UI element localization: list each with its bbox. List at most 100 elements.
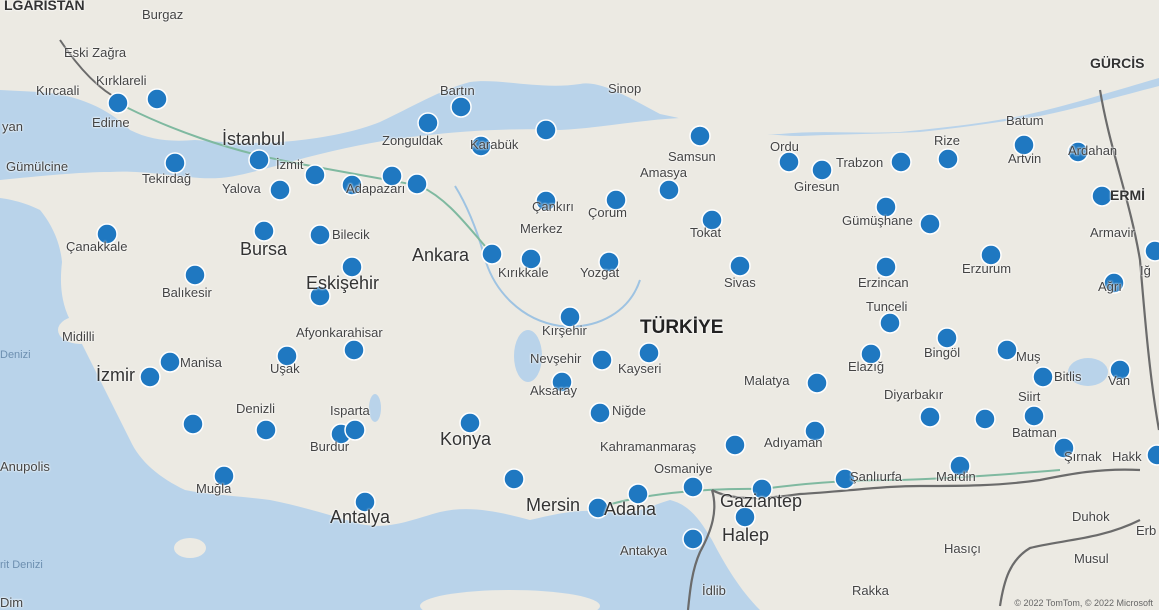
city-marker[interactable] [481,243,503,265]
city-marker[interactable] [146,88,168,110]
place-label: Çanakkale [66,239,128,254]
city-marker[interactable] [682,476,704,498]
city-marker[interactable] [269,179,291,201]
city-marker[interactable] [1109,359,1131,381]
city-marker[interactable] [559,306,581,328]
city-marker[interactable] [344,419,366,441]
city-marker[interactable] [341,256,363,278]
city-marker[interactable] [751,478,773,500]
city-marker[interactable] [1053,437,1075,459]
city-marker[interactable] [459,412,481,434]
city-marker[interactable] [535,190,557,212]
city-marker[interactable] [875,196,897,218]
city-marker[interactable] [309,224,331,246]
place-label: Yalova [222,181,261,196]
place-label: Gümüşhane [842,213,913,228]
city-marker[interactable] [974,408,996,430]
place-label: Ordu [770,139,799,154]
place-label: Bingöl [924,345,961,360]
city-marker[interactable] [598,251,620,273]
place-label: Kayseri [618,361,662,376]
city-marker[interactable] [605,189,627,211]
city-marker[interactable] [638,342,660,364]
city-marker[interactable] [919,406,941,428]
city-marker[interactable] [804,420,826,442]
city-marker[interactable] [1023,405,1045,427]
city-marker[interactable] [159,351,181,373]
city-marker[interactable] [520,248,542,270]
map-attribution: © 2022 TomTom, © 2022 Microsoft [1014,598,1153,608]
place-label: Diyarbakır [884,387,944,402]
place-label: Rize [934,133,961,148]
city-marker[interactable] [107,92,129,114]
place-label: Eski Zağra [64,45,127,60]
city-marker[interactable] [591,349,613,371]
city-marker[interactable] [1091,185,1113,207]
city-marker[interactable] [551,371,573,393]
city-marker[interactable] [627,483,649,505]
city-marker[interactable] [890,151,912,173]
city-marker[interactable] [343,339,365,361]
place-label: Tunceli [866,299,908,314]
city-marker[interactable] [937,148,959,170]
city-marker[interactable] [936,327,958,349]
city-marker[interactable] [682,528,704,550]
city-marker[interactable] [255,419,277,441]
place-label: Malatya [744,373,790,388]
city-marker[interactable] [689,125,711,147]
city-marker[interactable] [834,468,856,490]
city-marker[interactable] [1103,272,1125,294]
city-marker[interactable] [450,96,472,118]
city-marker[interactable] [417,112,439,134]
city-marker[interactable] [724,434,746,456]
city-marker[interactable] [860,343,882,365]
city-marker[interactable] [503,468,525,490]
city-marker[interactable] [778,151,800,173]
city-marker[interactable] [949,455,971,477]
place-label: Çankırı [532,199,574,214]
city-marker[interactable] [811,159,833,181]
city-marker[interactable] [1013,134,1035,156]
place-label: Adıyaman [764,435,823,450]
city-marker[interactable] [164,152,186,174]
place-label: Konya [440,429,492,449]
city-marker[interactable] [996,339,1018,361]
city-marker[interactable] [1067,141,1089,163]
city-marker[interactable] [470,135,492,157]
city-marker[interactable] [96,223,118,245]
city-marker[interactable] [589,402,611,424]
city-marker[interactable] [253,220,275,242]
place-label: Afyonkarahisar [296,325,383,340]
city-marker[interactable] [276,345,298,367]
place-label: Edirne [92,115,130,130]
city-marker[interactable] [304,164,326,186]
city-marker[interactable] [406,173,428,195]
city-marker[interactable] [658,179,680,201]
city-marker[interactable] [184,264,206,286]
place-label: Bursa [240,239,288,259]
city-marker[interactable] [341,174,363,196]
city-marker[interactable] [139,366,161,388]
city-marker[interactable] [919,213,941,235]
city-marker[interactable] [587,497,609,519]
city-marker[interactable] [535,119,557,141]
city-marker[interactable] [879,312,901,334]
city-marker[interactable] [980,244,1002,266]
city-marker[interactable] [734,506,756,528]
city-marker[interactable] [354,491,376,513]
city-marker[interactable] [729,255,751,277]
city-marker[interactable] [1032,366,1054,388]
city-marker[interactable] [806,372,828,394]
city-marker[interactable] [875,256,897,278]
city-marker[interactable] [248,149,270,171]
city-marker[interactable] [182,413,204,435]
city-marker[interactable] [1146,444,1159,466]
city-marker[interactable] [1144,240,1159,262]
city-marker[interactable] [309,285,331,307]
city-marker[interactable] [213,465,235,487]
city-marker[interactable] [701,209,723,231]
city-marker[interactable] [381,165,403,187]
place-label: Nevşehir [530,351,582,366]
place-label: Batman [1012,425,1057,440]
